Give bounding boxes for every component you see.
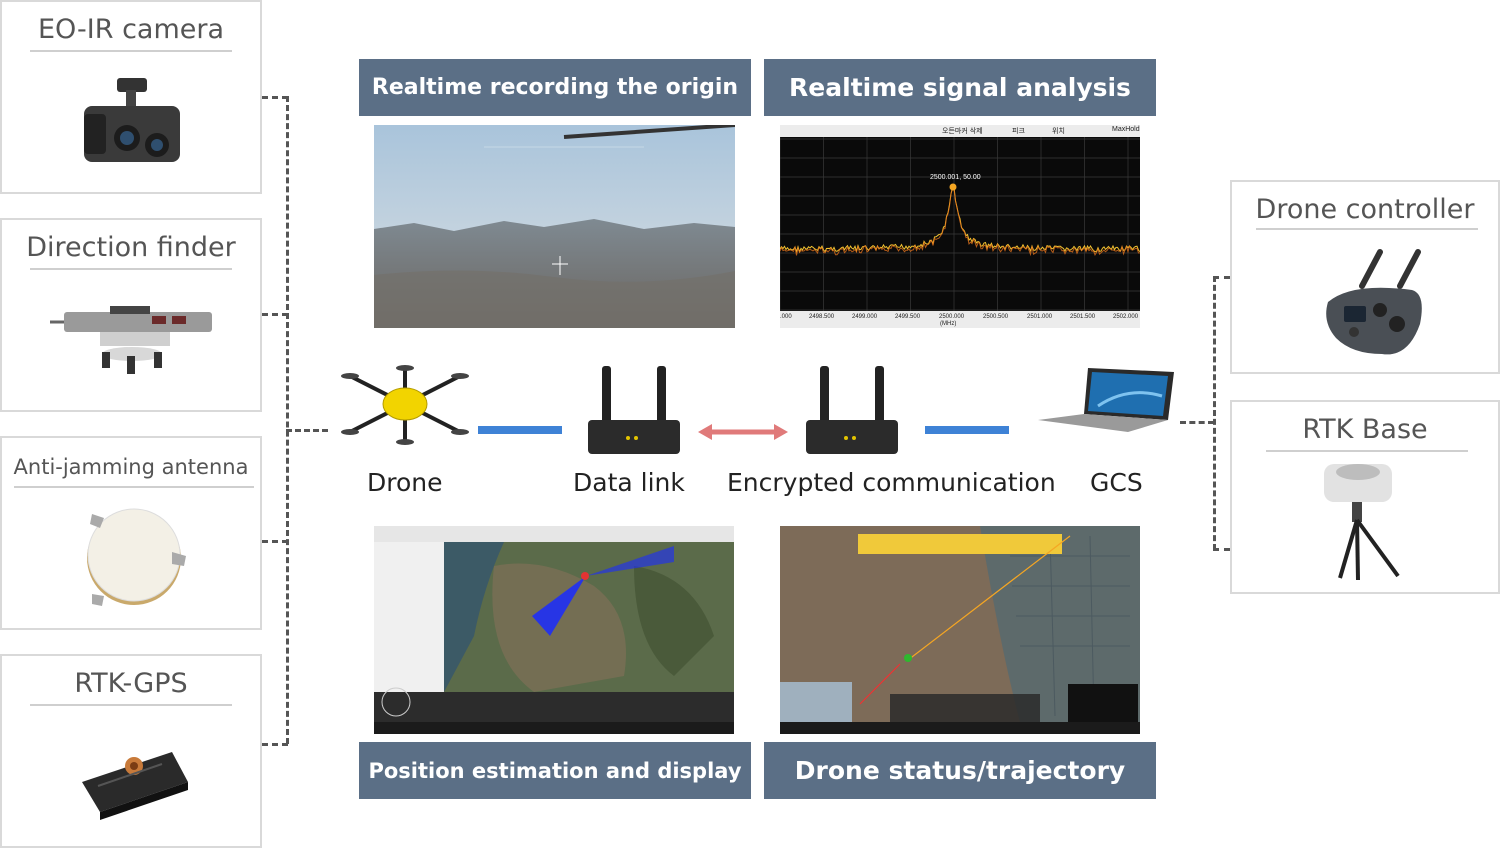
anti-jamming-antenna-card: Anti-jamming antenna xyxy=(0,436,262,630)
spectrum-x-axis: .000 2498.500 2499.000 2499.500 2500.000… xyxy=(780,311,1140,328)
encrypted-link-icon xyxy=(806,366,898,454)
x-tick: .000 xyxy=(780,314,792,320)
x-tick: 2502.000 xyxy=(1113,314,1139,320)
direction-finder-card: Direction finder xyxy=(0,218,262,412)
divider xyxy=(30,268,232,270)
connector-rtk-gps xyxy=(262,743,288,746)
connector-direction-finder xyxy=(262,313,288,316)
anti-jamming-antenna-title: Anti-jamming antenna xyxy=(13,455,249,479)
eo-ir-camera-title: EO-IR camera xyxy=(37,14,225,45)
data-link-icon xyxy=(588,366,680,454)
toolbar-clear-markers[interactable]: 오든마커 삭제 xyxy=(942,128,983,135)
recording-video-panel xyxy=(374,125,735,328)
connector-controller xyxy=(1213,276,1230,279)
banner-status: Drone status/trajectory xyxy=(764,742,1156,799)
drone-icon xyxy=(341,365,469,445)
direction-finder-icon xyxy=(50,306,212,374)
gcs-label: GCS xyxy=(1090,468,1143,497)
link-drone-datalink xyxy=(478,426,562,434)
rtk-gps-card: RTK-GPS xyxy=(0,654,262,848)
drone-label: Drone xyxy=(367,468,443,497)
peak-marker xyxy=(949,183,957,191)
connector-drone xyxy=(286,429,328,432)
spectrum-panel: 오든마커 삭제 피크 위치 MaxHold 2500.001, 50.00 .0… xyxy=(780,125,1140,328)
connector-rtk-base xyxy=(1213,548,1230,551)
laptop-icon xyxy=(1038,368,1174,432)
connector-eo-ir xyxy=(262,96,288,99)
link-encrypted-gcs xyxy=(925,426,1009,434)
connector-gcs xyxy=(1180,421,1214,424)
divider xyxy=(30,50,232,52)
rtk-base-card: RTK Base xyxy=(1230,400,1500,594)
eo-ir-camera-card: EO-IR camera xyxy=(0,0,262,194)
eo-ir-camera-icon xyxy=(84,78,180,162)
toolbar-maxhold[interactable]: MaxHold xyxy=(1112,126,1140,133)
x-tick: 2501.000 xyxy=(1027,314,1053,320)
x-tick: 2500.000 xyxy=(939,314,965,320)
right-bus-line xyxy=(1213,276,1216,550)
direction-finder-title: Direction finder xyxy=(26,232,236,263)
toolbar-peak[interactable]: 피크 xyxy=(1012,128,1025,135)
left-bus-line xyxy=(286,96,289,744)
banner-recording: Realtime recording the origin xyxy=(359,59,751,116)
trajectory-map-panel xyxy=(780,526,1140,734)
connector-antenna xyxy=(262,540,288,543)
bidirectional-arrow xyxy=(698,424,788,440)
x-tick: 2498.500 xyxy=(809,314,835,320)
divider xyxy=(1266,450,1468,452)
divider xyxy=(30,704,232,706)
rtk-base-icon xyxy=(1324,464,1400,581)
divider xyxy=(1256,228,1478,230)
divider xyxy=(14,486,254,488)
spectrum-trace-hold xyxy=(780,188,1140,257)
x-tick: 2499.000 xyxy=(852,314,878,320)
x-axis-label: (MHz) xyxy=(940,321,957,327)
rtk-gps-icon xyxy=(82,752,188,820)
encrypted-label: Encrypted communication xyxy=(727,468,1056,497)
drone-controller-icon xyxy=(1326,249,1422,355)
toolbar-position[interactable]: 위치 xyxy=(1052,128,1065,135)
peak-label: 2500.001, 50.00 xyxy=(930,174,981,181)
x-tick: 2499.500 xyxy=(895,314,921,320)
position-map-panel xyxy=(374,526,734,734)
x-tick: 2501.500 xyxy=(1070,314,1096,320)
rtk-gps-title: RTK-GPS xyxy=(74,668,188,699)
rtk-base-title: RTK Base xyxy=(1302,414,1428,445)
antenna-icon xyxy=(87,508,186,606)
data-link-label: Data link xyxy=(573,468,685,497)
drone-controller-card: Drone controller xyxy=(1230,180,1500,374)
drone-controller-title: Drone controller xyxy=(1255,194,1475,225)
banner-position: Position estimation and display xyxy=(359,742,751,799)
spectrum-toolbar: 오든마커 삭제 피크 위치 MaxHold xyxy=(780,125,1140,137)
banner-signal: Realtime signal analysis xyxy=(764,59,1156,116)
x-tick: 2500.500 xyxy=(983,314,1009,320)
